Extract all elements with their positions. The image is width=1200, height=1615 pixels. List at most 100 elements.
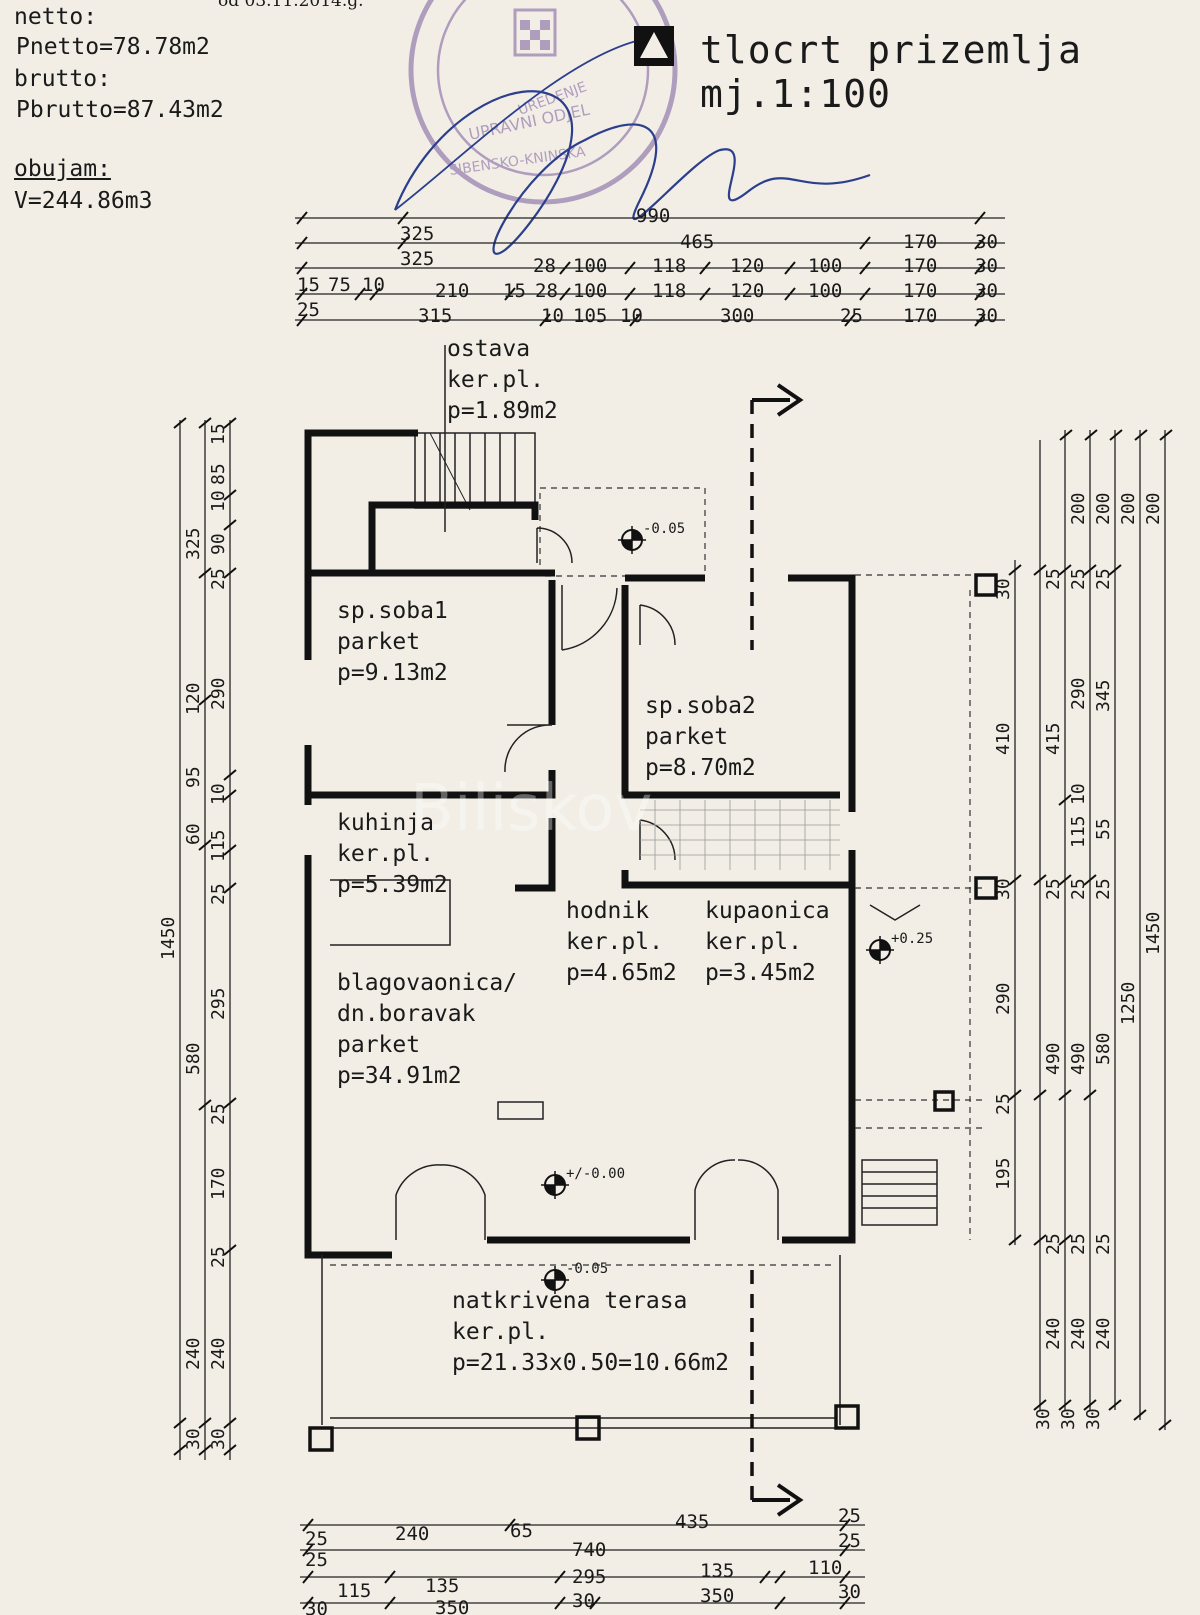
signature: [393, 90, 871, 255]
dim-top: 30: [975, 305, 998, 327]
dim-top: 170: [903, 231, 937, 253]
dim-top: 118: [652, 255, 686, 277]
upper-stairs: [414, 432, 536, 511]
column: [497, 1101, 544, 1120]
dim-top: 30: [975, 231, 998, 253]
level-label: -0.05: [566, 1261, 608, 1277]
room-floor: ker.pl.: [452, 1319, 549, 1345]
bathroom-tiles: [640, 800, 840, 870]
dim-right: 25: [1093, 568, 1114, 590]
dim-right: 200: [1068, 492, 1089, 525]
brutto-area: Pbrutto=87.43m2: [16, 97, 224, 123]
dim-left: 30: [208, 1428, 229, 1450]
right-dimension-lines: [1014, 430, 1166, 1430]
dim-left: 325: [183, 527, 204, 560]
right-dimension-texts: 30 410 30 290 25 195 25 415 25 490 25 24…: [993, 492, 1164, 1430]
left-dimension-ticks: [173, 417, 237, 1456]
level-label: -0.05: [643, 521, 685, 537]
dim-top: 28: [535, 280, 558, 302]
dim-top: 120: [730, 280, 764, 302]
level-label: +/-0.00: [566, 1166, 625, 1182]
bottom-dimension-texts: 25 240 65 435 25 25 740 25 115 135 295 1…: [305, 1505, 861, 1615]
dim-top: 28: [533, 255, 556, 277]
dim-left: 240: [183, 1337, 204, 1370]
dim-top: 170: [903, 280, 937, 302]
room-name: hodnik: [566, 898, 650, 924]
dim-bottom: 30: [305, 1598, 328, 1615]
room-floor: parket: [337, 629, 421, 655]
room-name-2: dn.boravak: [337, 1001, 476, 1027]
top-dimension-texts: 990 325 465 170 30 325 28 100 118 120 10…: [297, 205, 998, 327]
dim-left: 170: [208, 1167, 229, 1200]
room-floor: parket: [337, 1032, 421, 1058]
room-floor: ker.pl.: [337, 841, 434, 867]
left-dimension-lines: [179, 420, 231, 1460]
room-floor: ker.pl.: [447, 367, 544, 393]
dim-bottom: 25: [305, 1549, 328, 1571]
dim-left: 10: [208, 490, 229, 512]
watermark: Biliskov: [410, 772, 652, 846]
dim-right: 25: [1093, 1233, 1114, 1255]
dim-right: 25: [1068, 568, 1089, 590]
room-label-hodnik: hodnik ker.pl. p=4.65m2: [566, 896, 677, 989]
room-area: p=34.91m2: [337, 1063, 462, 1089]
dim-left: 30: [183, 1428, 204, 1450]
dim-right: 30: [1083, 1408, 1104, 1430]
dim-right: 200: [1143, 492, 1164, 525]
dim-right: 30: [1058, 1408, 1079, 1430]
dim-bottom: 25: [305, 1528, 328, 1550]
dim-left: 15: [208, 423, 229, 445]
dim-left-total: 1450: [158, 917, 179, 960]
room-area: p=8.70m2: [645, 755, 756, 781]
bottom-dimension-ticks: [302, 1518, 851, 1610]
level-marker-icon: [541, 1171, 569, 1199]
dim-right: 240: [1043, 1317, 1064, 1350]
dim-top: 315: [418, 305, 452, 327]
dim-top-total: 990: [636, 205, 670, 227]
dim-top: 25: [840, 305, 863, 327]
side-pergola: [855, 573, 998, 1240]
room-label-blagovaonica: blagovaonica/ dn.boravak parket p=34.91m…: [337, 968, 517, 1092]
dim-right: 25: [993, 1093, 1014, 1115]
dim-bottom: 240: [395, 1523, 429, 1545]
dim-top: 15: [297, 274, 320, 296]
dim-right: 195: [993, 1157, 1014, 1190]
dim-top: 100: [573, 280, 607, 302]
dim-right: 30: [1033, 1408, 1054, 1430]
dim-right: 25: [1068, 1233, 1089, 1255]
dim-top: 120: [730, 255, 764, 277]
left-dimension-texts: 1450 325 120 95 60 580 240 30 15 85 10 9…: [158, 423, 229, 1450]
dim-top: 100: [808, 280, 842, 302]
dim-left: 115: [208, 829, 229, 862]
dim-top: 30: [975, 280, 998, 302]
dim-right: 580: [1093, 1032, 1114, 1065]
dim-top: 10: [541, 305, 564, 327]
dim-right: 25: [1043, 568, 1064, 590]
dim-top: 300: [720, 305, 754, 327]
room-name: kupaonica: [705, 898, 830, 924]
dim-left: 90: [208, 533, 229, 555]
room-label-natkrivena-terasa: natkrivena terasa ker.pl. p=21.33x0.50=1…: [452, 1286, 729, 1379]
room-area: p=21.33x0.50=10.66m2: [452, 1350, 729, 1376]
dim-bottom: 25: [838, 1505, 861, 1527]
dim-left: 580: [183, 1042, 204, 1075]
dim-bottom: 65: [510, 1520, 533, 1542]
dim-top: 325: [400, 223, 434, 245]
entry-porch-outline: [539, 487, 706, 577]
kitchen-counter: [330, 879, 451, 946]
dim-left: 295: [208, 987, 229, 1020]
dim-bottom: 115: [337, 1580, 371, 1602]
dim-top: 105: [573, 305, 607, 327]
right-dimension-ticks: [1008, 429, 1173, 1431]
dim-right: 30: [993, 578, 1014, 600]
dim-right: 115: [1068, 815, 1089, 848]
room-floor: ker.pl.: [566, 929, 663, 955]
dim-right: 345: [1093, 679, 1114, 712]
dim-left: 60: [183, 823, 204, 845]
dim-right: 200: [1093, 492, 1114, 525]
dim-top: 10: [362, 274, 385, 296]
dim-top: 170: [903, 305, 937, 327]
stamp-date: od 03.11.2014.g.: [218, 0, 364, 11]
top-dimension-ticks: [296, 211, 986, 327]
dim-right: 55: [1093, 818, 1114, 840]
